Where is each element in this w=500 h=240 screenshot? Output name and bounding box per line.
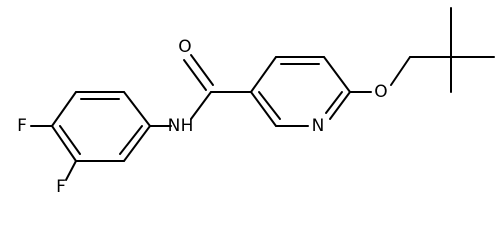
bond-py-3 bbox=[323, 56, 351, 93]
bond-py-4 bbox=[329, 91, 351, 120]
atom-fluorine-bottom: F bbox=[56, 177, 66, 197]
bond-py-6-inner bbox=[258, 91, 281, 120]
bond-py-1 bbox=[250, 56, 277, 93]
bond-ring-a-2 bbox=[123, 91, 151, 127]
atom-nitrogen-pyridine: N bbox=[312, 116, 325, 136]
atom-nitrogen-amide: N bbox=[168, 116, 181, 136]
atom-oxygen-ether: O bbox=[374, 82, 387, 102]
bond-py-6 bbox=[250, 91, 277, 127]
bond-layer bbox=[30, 7, 495, 181]
bond-ring-a-3-inner bbox=[119, 125, 143, 155]
bond-ring-a-6 bbox=[51, 91, 77, 127]
bond-carbonyl-o-2 bbox=[190, 54, 214, 86]
bond-n-carbonyl bbox=[190, 91, 212, 120]
bond-ring-a-3 bbox=[123, 125, 151, 162]
atom-hydrogen-amide: H bbox=[181, 116, 194, 136]
bond-carbonyl-o-1 bbox=[183, 59, 207, 91]
molecular-structure-diagram: O N H N O F F bbox=[17, 7, 495, 197]
bond-ring-a-5-inner bbox=[59, 125, 81, 155]
atom-oxygen-carbonyl: O bbox=[178, 37, 191, 57]
bond-ring-a-5 bbox=[51, 125, 77, 162]
bond-py-4-inner bbox=[325, 91, 343, 114]
atom-fluorine-top: F bbox=[17, 116, 27, 136]
bond-o-ch2 bbox=[390, 56, 411, 86]
bond-c-f-bottom bbox=[65, 160, 77, 181]
atom-label-layer: O N H N O F F bbox=[17, 37, 388, 197]
